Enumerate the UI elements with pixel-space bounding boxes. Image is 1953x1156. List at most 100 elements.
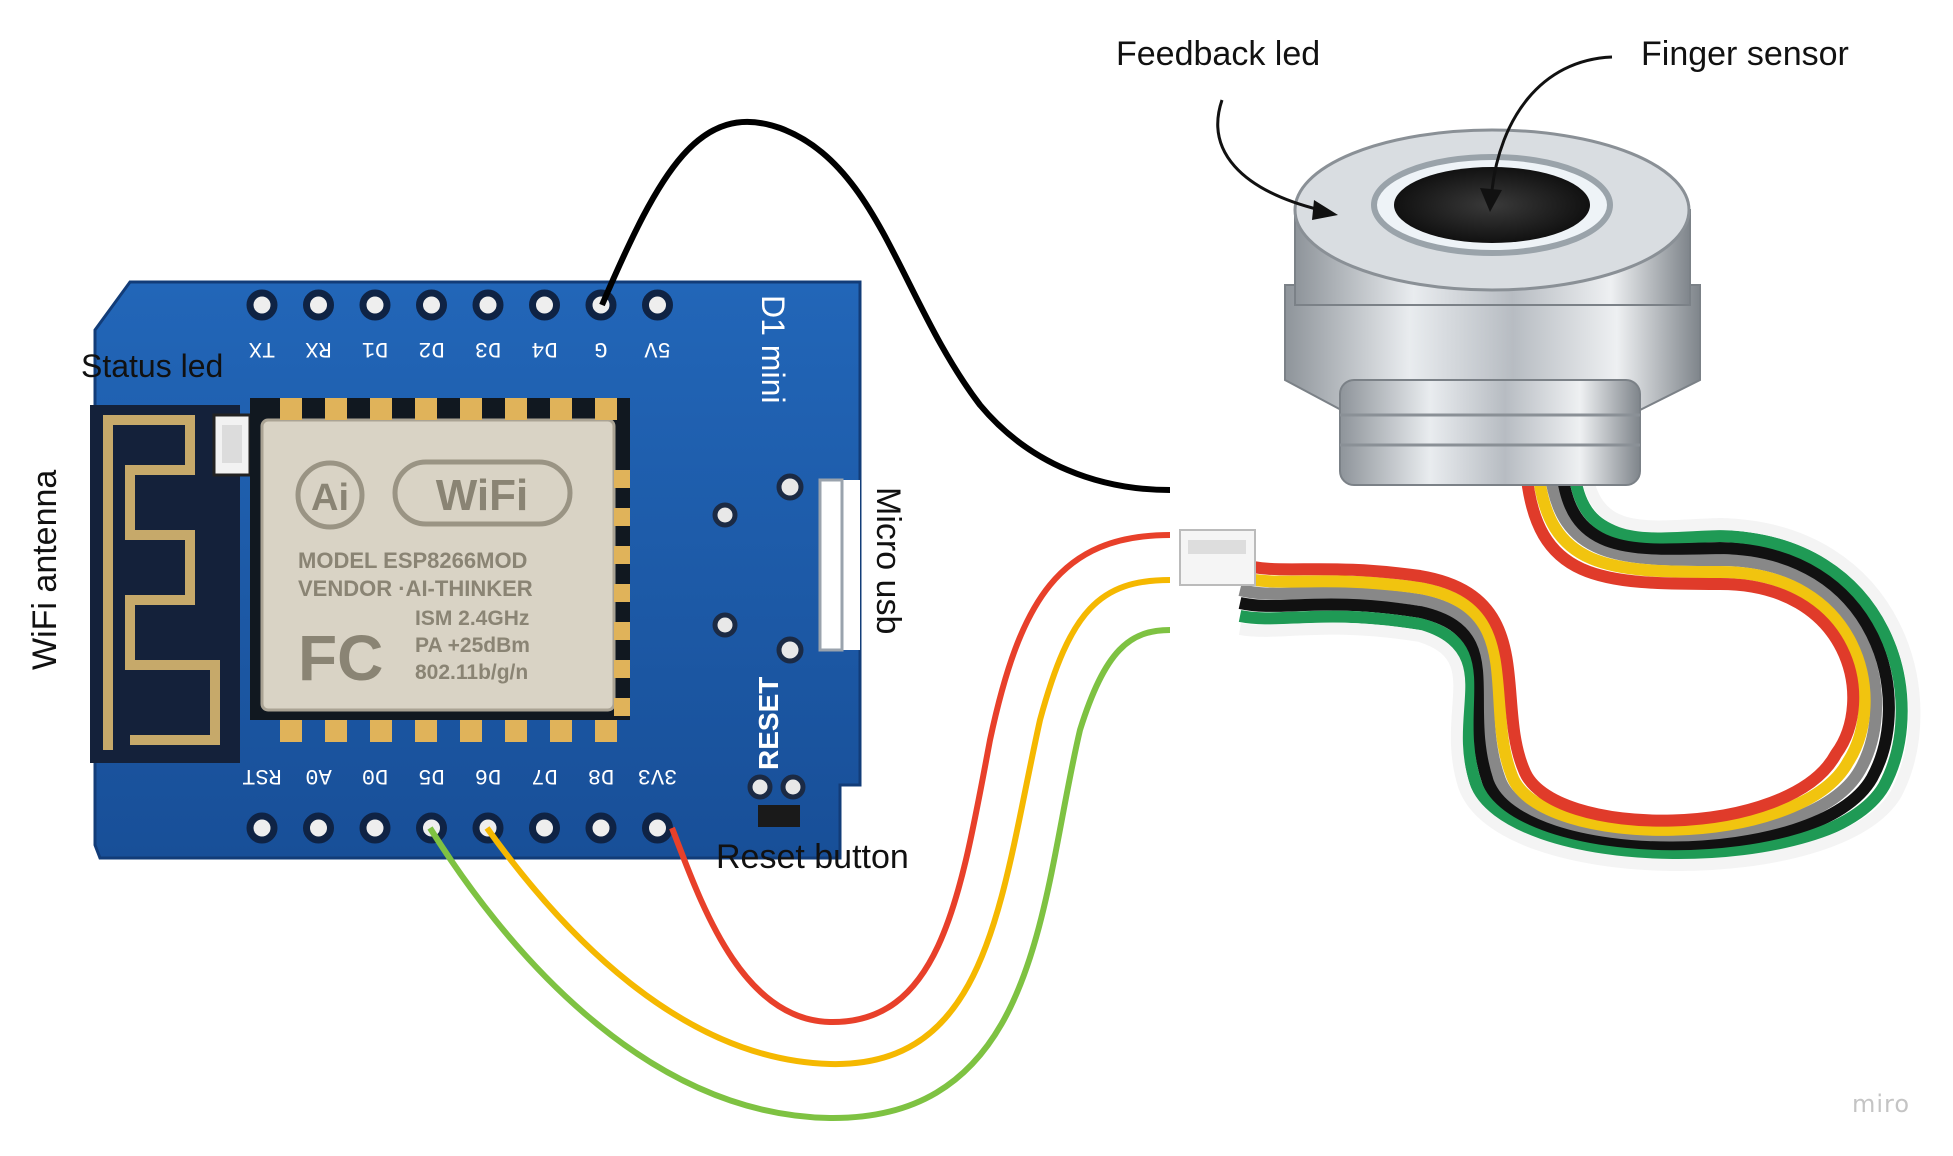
module-vendor-line: VENDOR ·AI-THINKER xyxy=(298,576,533,601)
top-pin-label-d4: D4 xyxy=(531,336,557,361)
bottom-pin-label-d6: D6 xyxy=(475,763,501,788)
bottom-pin-label-a0: A0 xyxy=(305,763,331,788)
pad-side xyxy=(614,470,630,488)
bottom-pin-d8 xyxy=(585,812,617,844)
pad-top xyxy=(325,398,347,420)
sensor-thread xyxy=(1339,379,1641,486)
top-pin-g xyxy=(585,289,617,321)
pad-bottom xyxy=(325,720,347,742)
wire-yellow xyxy=(484,577,1171,1068)
wifi-logo-frame xyxy=(392,459,573,527)
finger-sensor-label: Finger sensor xyxy=(1641,35,1849,73)
miro-watermark: miro xyxy=(1852,1090,1911,1118)
top-pin-d4 xyxy=(529,289,560,321)
pad-bottom xyxy=(460,720,482,742)
wire-green xyxy=(427,627,1171,1122)
mount-hole-3 xyxy=(712,612,738,638)
module-spec-ism: ISM 2.4GHz xyxy=(415,607,529,630)
ai-logo: Ai xyxy=(311,477,349,519)
status-led-label: Status led xyxy=(81,348,224,384)
mount-hole-1 xyxy=(776,473,804,501)
fcc-logo: FC xyxy=(298,622,383,694)
top-pin-label-rx: RX xyxy=(305,336,331,361)
pad-side xyxy=(614,698,630,716)
reset-pad-2 xyxy=(780,774,806,800)
wifi-logo: WiFi xyxy=(436,471,528,520)
board-model-name: D1 mini xyxy=(755,295,791,403)
module-spec-pa: PA +25dBm xyxy=(415,634,530,657)
top-pin-label-d1: D1 xyxy=(362,336,388,361)
top-pin-label-g: G xyxy=(594,336,607,361)
sensor-cable-bundle xyxy=(1238,469,1921,871)
reset-pad-1 xyxy=(747,774,773,800)
bottom-pin-d7 xyxy=(529,812,560,844)
finger-sensor-arrowhead-icon xyxy=(1480,188,1502,212)
pad-side xyxy=(614,584,630,602)
bottom-pin-label-d0: D0 xyxy=(362,763,388,788)
top-pin-d2 xyxy=(416,289,447,321)
pad-top xyxy=(280,398,302,420)
status-led-lens xyxy=(222,425,242,463)
mount-hole-2 xyxy=(712,502,738,528)
connector-slot xyxy=(1188,540,1246,554)
feedback-led-label: Feedback led xyxy=(1116,35,1321,73)
feedback-led-arrow xyxy=(1216,99,1321,212)
wifi-antenna-label: WiFi antenna xyxy=(26,469,64,670)
pad-bottom xyxy=(280,720,302,742)
micro-usb-label: Micro usb xyxy=(869,487,907,635)
module-model-line: MODEL ESP8266MOD xyxy=(298,548,527,573)
module-spec-wifi: 802.11b/g/n xyxy=(415,661,528,684)
module-castellations xyxy=(280,398,630,742)
reset-silkscreen: RESET xyxy=(753,677,784,770)
pad-top xyxy=(415,398,437,420)
pad-bottom xyxy=(370,720,392,742)
bottom-pin-rst xyxy=(246,812,278,844)
reset-button-label: Reset button xyxy=(716,838,909,876)
wire-black xyxy=(599,119,1171,493)
mount-hole-4 xyxy=(776,636,804,664)
pad-side xyxy=(614,508,630,526)
top-pin-header: TX RX D1 D2 D3 D4 G 5V xyxy=(246,289,673,361)
bottom-pin-a0 xyxy=(303,812,334,844)
ai-logo-ring xyxy=(295,460,365,530)
pad-side xyxy=(614,546,630,564)
pad-top xyxy=(370,398,392,420)
pad-side xyxy=(614,622,630,640)
wire-red xyxy=(669,532,1171,1026)
bottom-pin-label-d5: D5 xyxy=(418,763,444,788)
bottom-pin-label-d7: D7 xyxy=(531,763,557,788)
antenna-trace xyxy=(103,415,220,750)
pad-top xyxy=(460,398,482,420)
top-pin-5v xyxy=(642,289,673,321)
top-pin-d1 xyxy=(359,289,391,321)
fingerprint-sensor xyxy=(1179,128,1921,871)
pad-bottom xyxy=(415,720,437,742)
pad-top xyxy=(595,398,617,420)
top-pin-label-5v: 5V xyxy=(644,336,671,361)
bottom-pin-label-d8: D8 xyxy=(588,763,614,788)
top-pin-label-tx: TX xyxy=(249,336,275,361)
bottom-pin-d0 xyxy=(359,812,391,844)
bottom-pin-label-rst: RST xyxy=(242,763,282,788)
pad-side xyxy=(614,660,630,678)
wires xyxy=(427,119,1171,1122)
sensor-connector xyxy=(1179,529,1256,586)
pad-bottom xyxy=(505,720,527,742)
esp-shield xyxy=(260,418,616,712)
callout-arrows xyxy=(1216,55,1613,220)
bottom-pin-3v3 xyxy=(642,812,673,844)
top-pin-rx xyxy=(303,289,334,321)
pad-top xyxy=(550,398,572,420)
feedback-led-arrowhead-icon xyxy=(1312,200,1338,220)
wemos-d1-mini-board: Ai WiFi MODEL ESP8266MOD VENDOR ·AI-THIN… xyxy=(90,280,862,860)
top-pin-d3 xyxy=(472,289,504,321)
pad-top xyxy=(505,398,527,420)
top-pin-label-d2: D2 xyxy=(418,336,444,361)
top-pin-label-d3: D3 xyxy=(475,336,501,361)
top-pin-tx xyxy=(246,289,278,321)
micro-usb-port xyxy=(818,478,844,652)
finger-sensor-arrow xyxy=(1490,55,1613,191)
